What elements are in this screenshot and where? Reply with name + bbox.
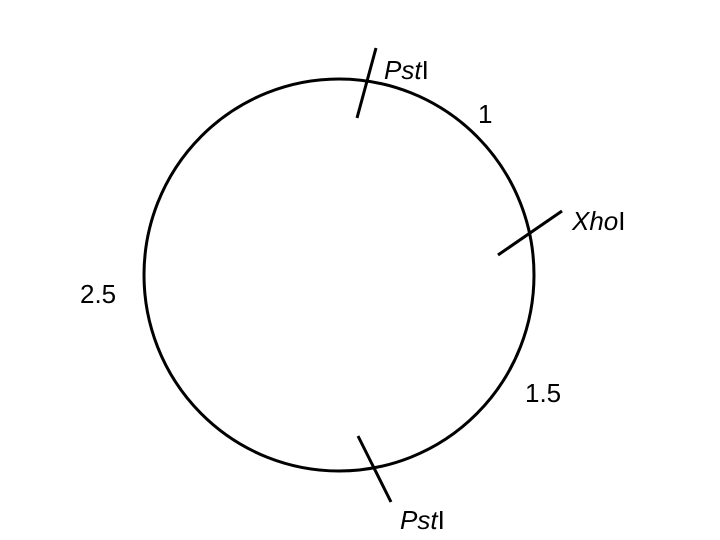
pst1-bottom-site-mark	[356, 435, 393, 503]
pst1-bottom-italic: Pst	[400, 505, 439, 535]
xho1-suffix: I	[618, 206, 625, 236]
segment-length-2-5: 2.5	[80, 279, 116, 309]
plasmid-circle	[142, 77, 536, 473]
pst1-top-suffix: I	[422, 55, 429, 85]
xho1-site-mark	[497, 209, 563, 257]
pst1-bottom-label: PstI	[400, 505, 445, 535]
pst1-top-label: PstI	[384, 55, 429, 85]
pst1-top-site-mark	[355, 47, 378, 119]
pst1-top-italic: Pst	[384, 55, 423, 85]
segment-length-1-5: 1.5	[525, 378, 561, 408]
xho1-italic: Xho	[571, 206, 618, 236]
pst1-bottom-suffix: I	[438, 505, 445, 535]
xho1-label: XhoI	[571, 206, 626, 236]
segment-length-1: 1	[478, 99, 492, 129]
